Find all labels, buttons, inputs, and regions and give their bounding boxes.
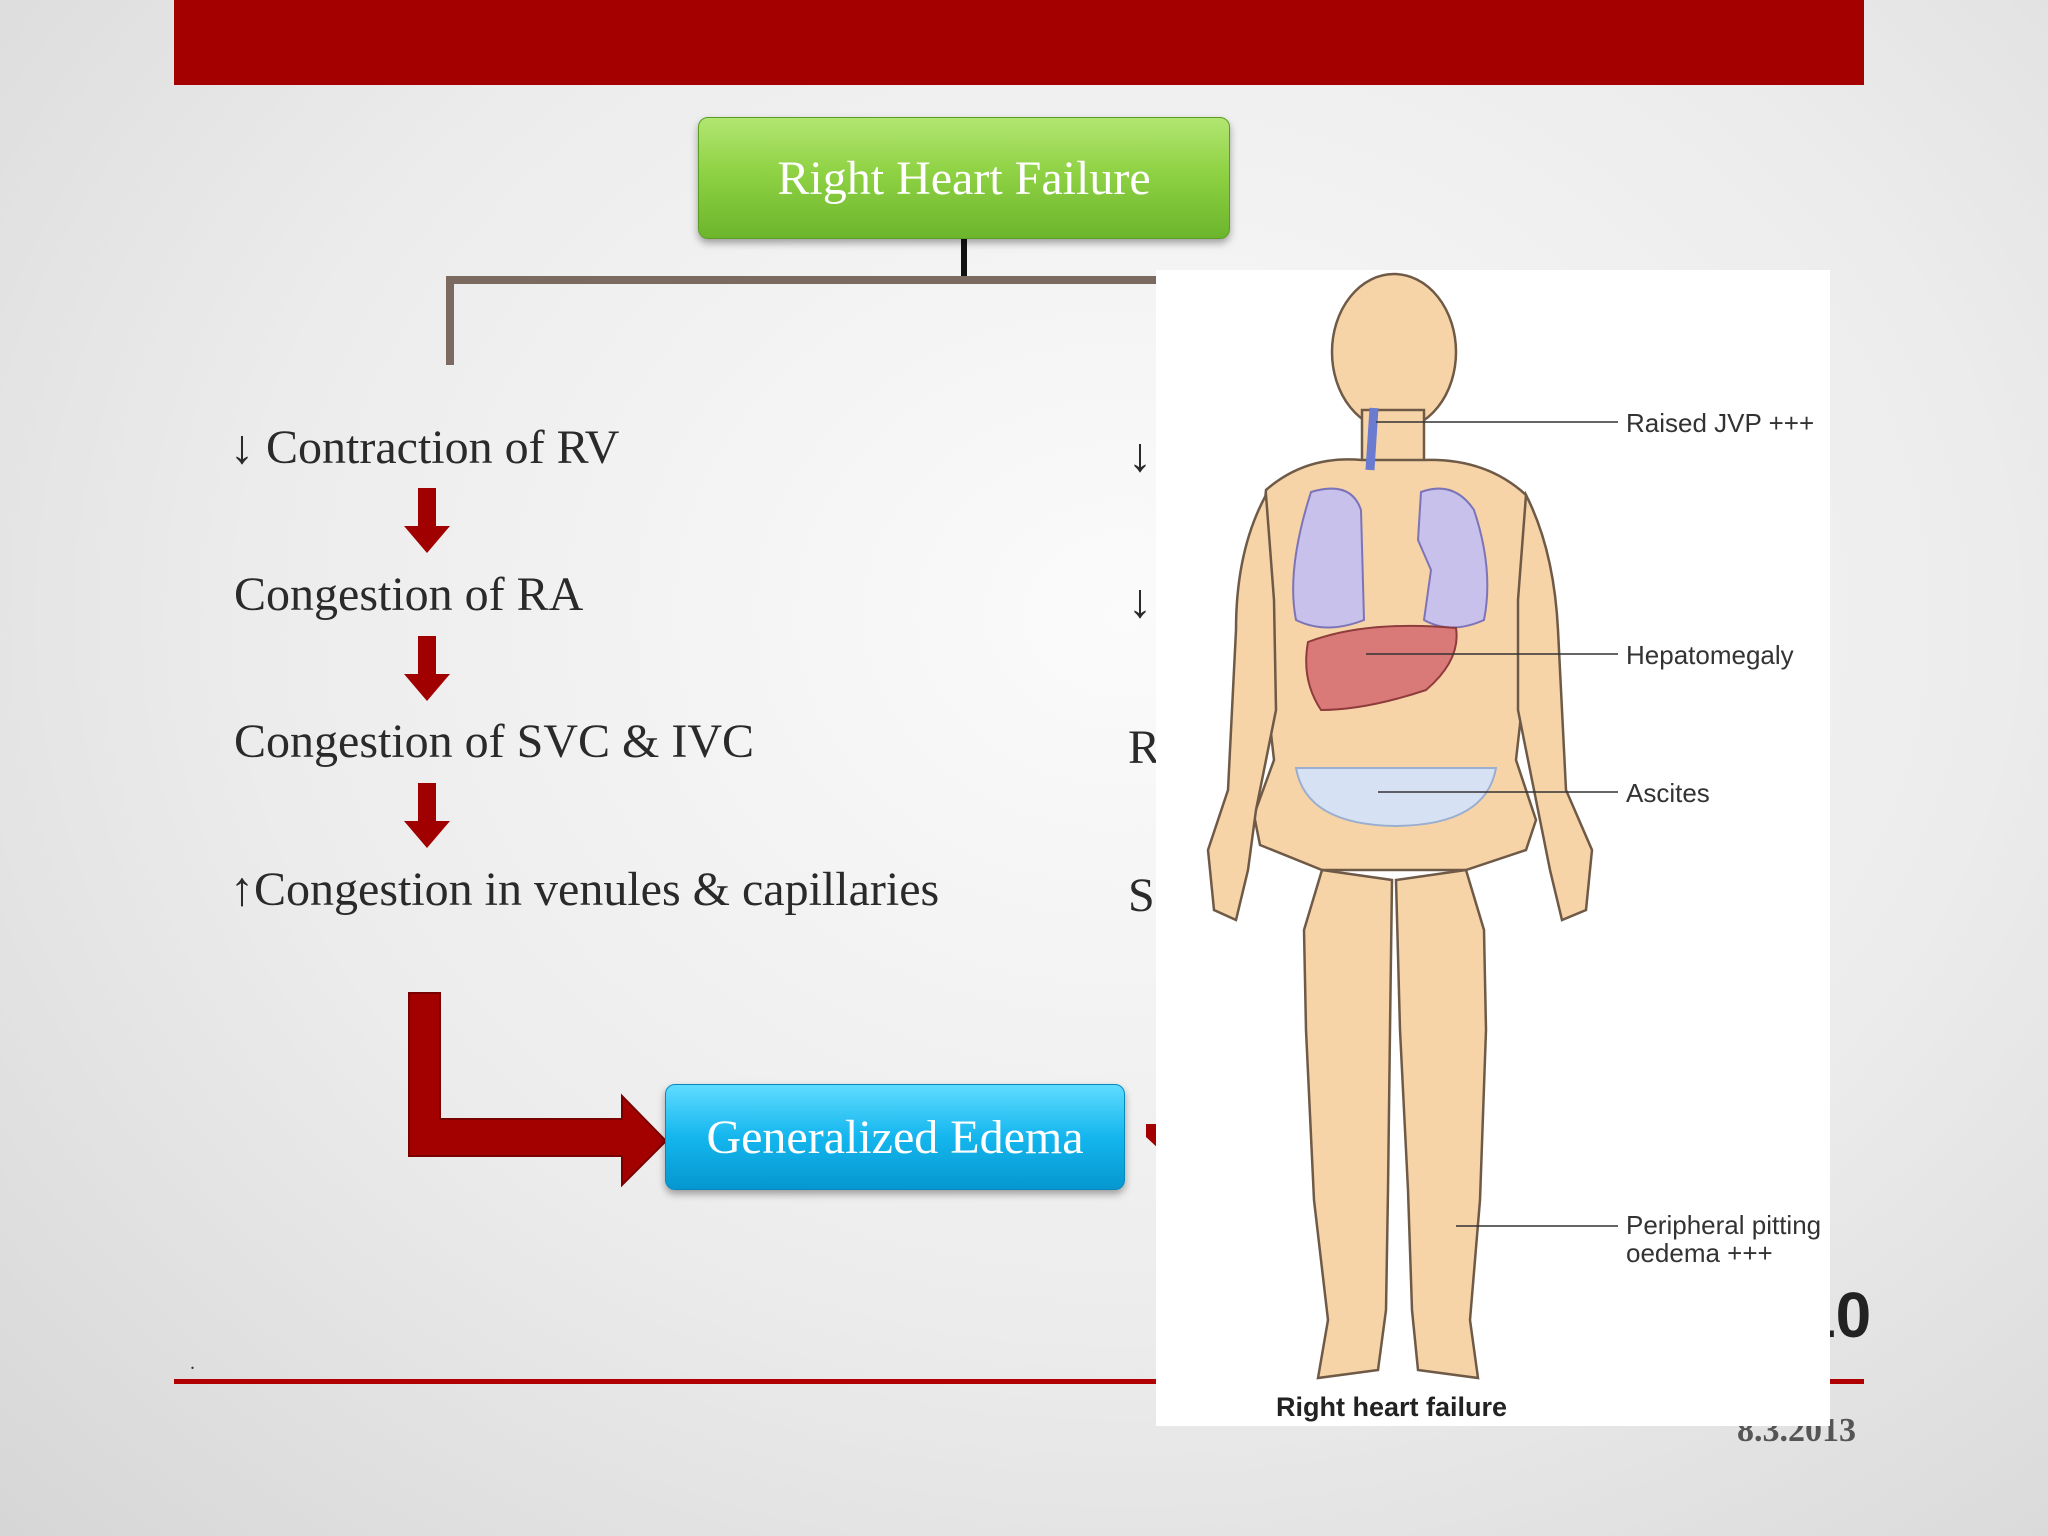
right-chain-fragment-2: ↓ xyxy=(1128,575,1152,628)
label-hepatomegaly: Hepatomegaly xyxy=(1626,640,1794,670)
flow-step-4: ↑Congestion in venules & capillaries xyxy=(230,863,940,916)
liver xyxy=(1305,624,1458,712)
jugular-vein xyxy=(1365,407,1379,471)
right-chain-fragment-3: R xyxy=(1128,721,1161,774)
label-ascites: Ascites xyxy=(1626,778,1710,808)
label-peripheral-pitting: Peripheral pitting xyxy=(1626,1210,1822,1240)
label-raised-jvp: Raised JVP +++ xyxy=(1626,408,1815,438)
flow-step-1: ↓ Contraction of RV xyxy=(230,421,620,474)
down-arrow-1 xyxy=(404,488,450,553)
right-heart-failure-box: Right Heart Failure xyxy=(698,117,1230,239)
l-arrow xyxy=(408,992,668,1188)
bottom-box-label: Generalized Edema xyxy=(706,1110,1084,1164)
right-chain-fragment-1: ↓ xyxy=(1128,429,1152,482)
footer-line xyxy=(174,1379,1864,1384)
right-lung xyxy=(1416,487,1489,629)
right-chain-fragment-4: S xyxy=(1128,869,1155,922)
header-bar xyxy=(174,0,1864,85)
left-lung xyxy=(1292,487,1366,629)
down-arrow-3 xyxy=(404,783,450,848)
label-oedema: oedema +++ xyxy=(1626,1238,1773,1268)
down-arrow-2 xyxy=(404,636,450,701)
right-heart-failure-illustration: Raised JVP +++ Hepatomegaly Ascites Peri… xyxy=(1156,270,1830,1426)
generalized-edema-box: Generalized Edema xyxy=(665,1084,1125,1190)
top-box-label: Right Heart Failure xyxy=(777,151,1151,205)
footer-mark: . xyxy=(190,1352,195,1374)
flow-step-2: Congestion of RA xyxy=(234,568,584,621)
figure-caption: Right heart failure xyxy=(1276,1392,1508,1422)
flow-step-3: Congestion of SVC & IVC xyxy=(234,715,755,768)
bracket-line xyxy=(446,276,1160,365)
body-illustration xyxy=(1206,272,1618,1380)
